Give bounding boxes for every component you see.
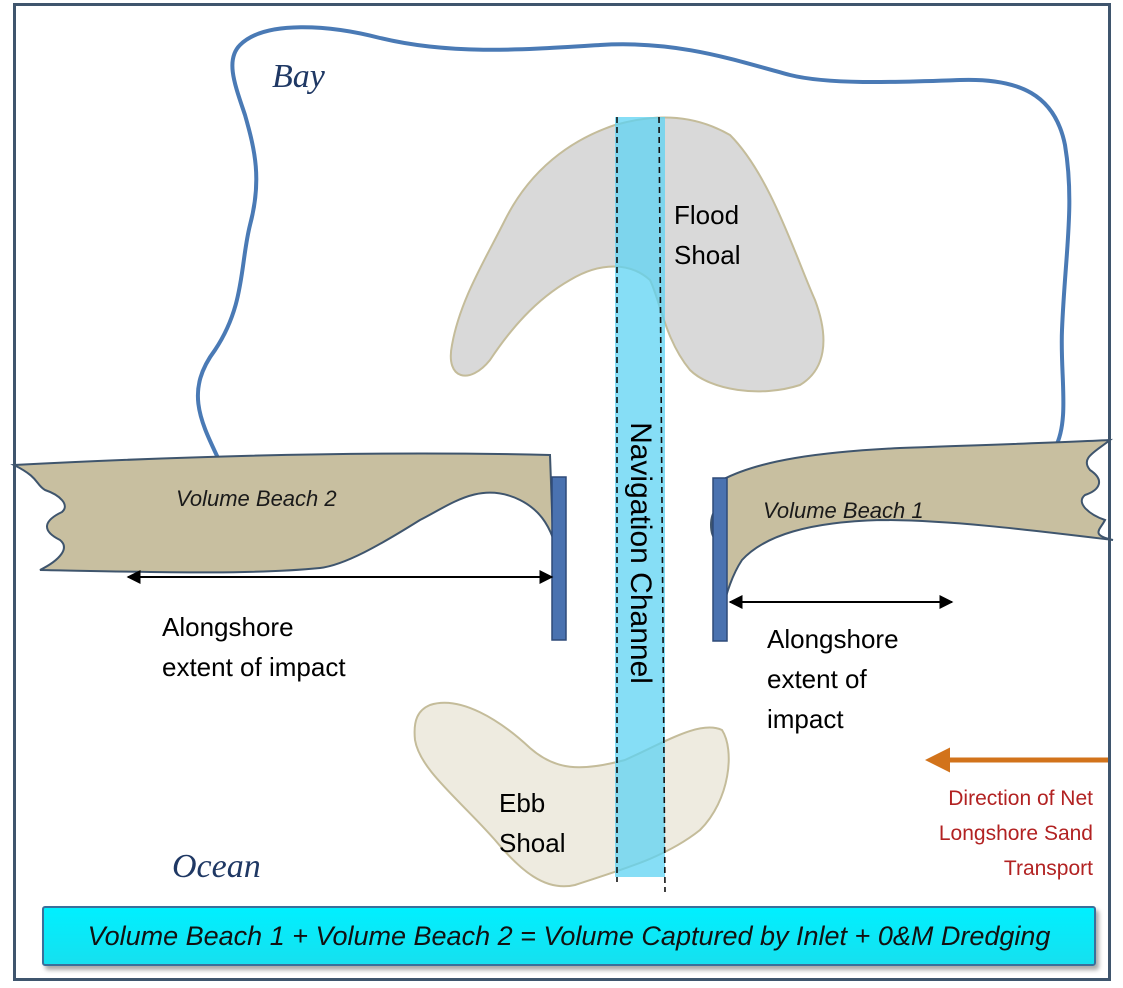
navigation-channel: [615, 117, 665, 877]
flood-shoal-label: Flood Shoal: [674, 200, 741, 270]
beach-2-shape: [10, 452, 554, 574]
sediment-budget-equation: Volume Beach 1 + Volume Beach 2 = Volume…: [42, 906, 1096, 966]
equation-text: Volume Beach 1 + Volume Beach 2 = Volume…: [87, 920, 1051, 951]
bay-label: Bay: [272, 58, 325, 95]
navigation-channel-label: Navigation Channel: [624, 422, 657, 684]
ebb-shoal-label: Ebb Shoal: [499, 788, 566, 858]
transport-direction-label: Direction of Net Longshore Sand Transpor…: [938, 787, 1093, 880]
beach-1-shape: [720, 438, 1114, 606]
jetty-left: [551, 476, 567, 641]
diagram-frame: [13, 3, 1111, 981]
bay-shoreline: [195, 25, 1072, 459]
ocean-label: Ocean: [172, 848, 261, 885]
ebb-shoal-shape: [413, 701, 730, 888]
volume-beach-1-label: Volume Beach 1: [763, 498, 924, 523]
alongshore-left-label: Alongshore extent of impact: [162, 612, 346, 682]
volume-beach-2-label: Volume Beach 2: [176, 486, 337, 511]
channel-edge-right: [658, 116, 666, 893]
jetty-right: [712, 477, 728, 642]
alongshore-right-label: Alongshore extent of impact: [767, 624, 899, 734]
